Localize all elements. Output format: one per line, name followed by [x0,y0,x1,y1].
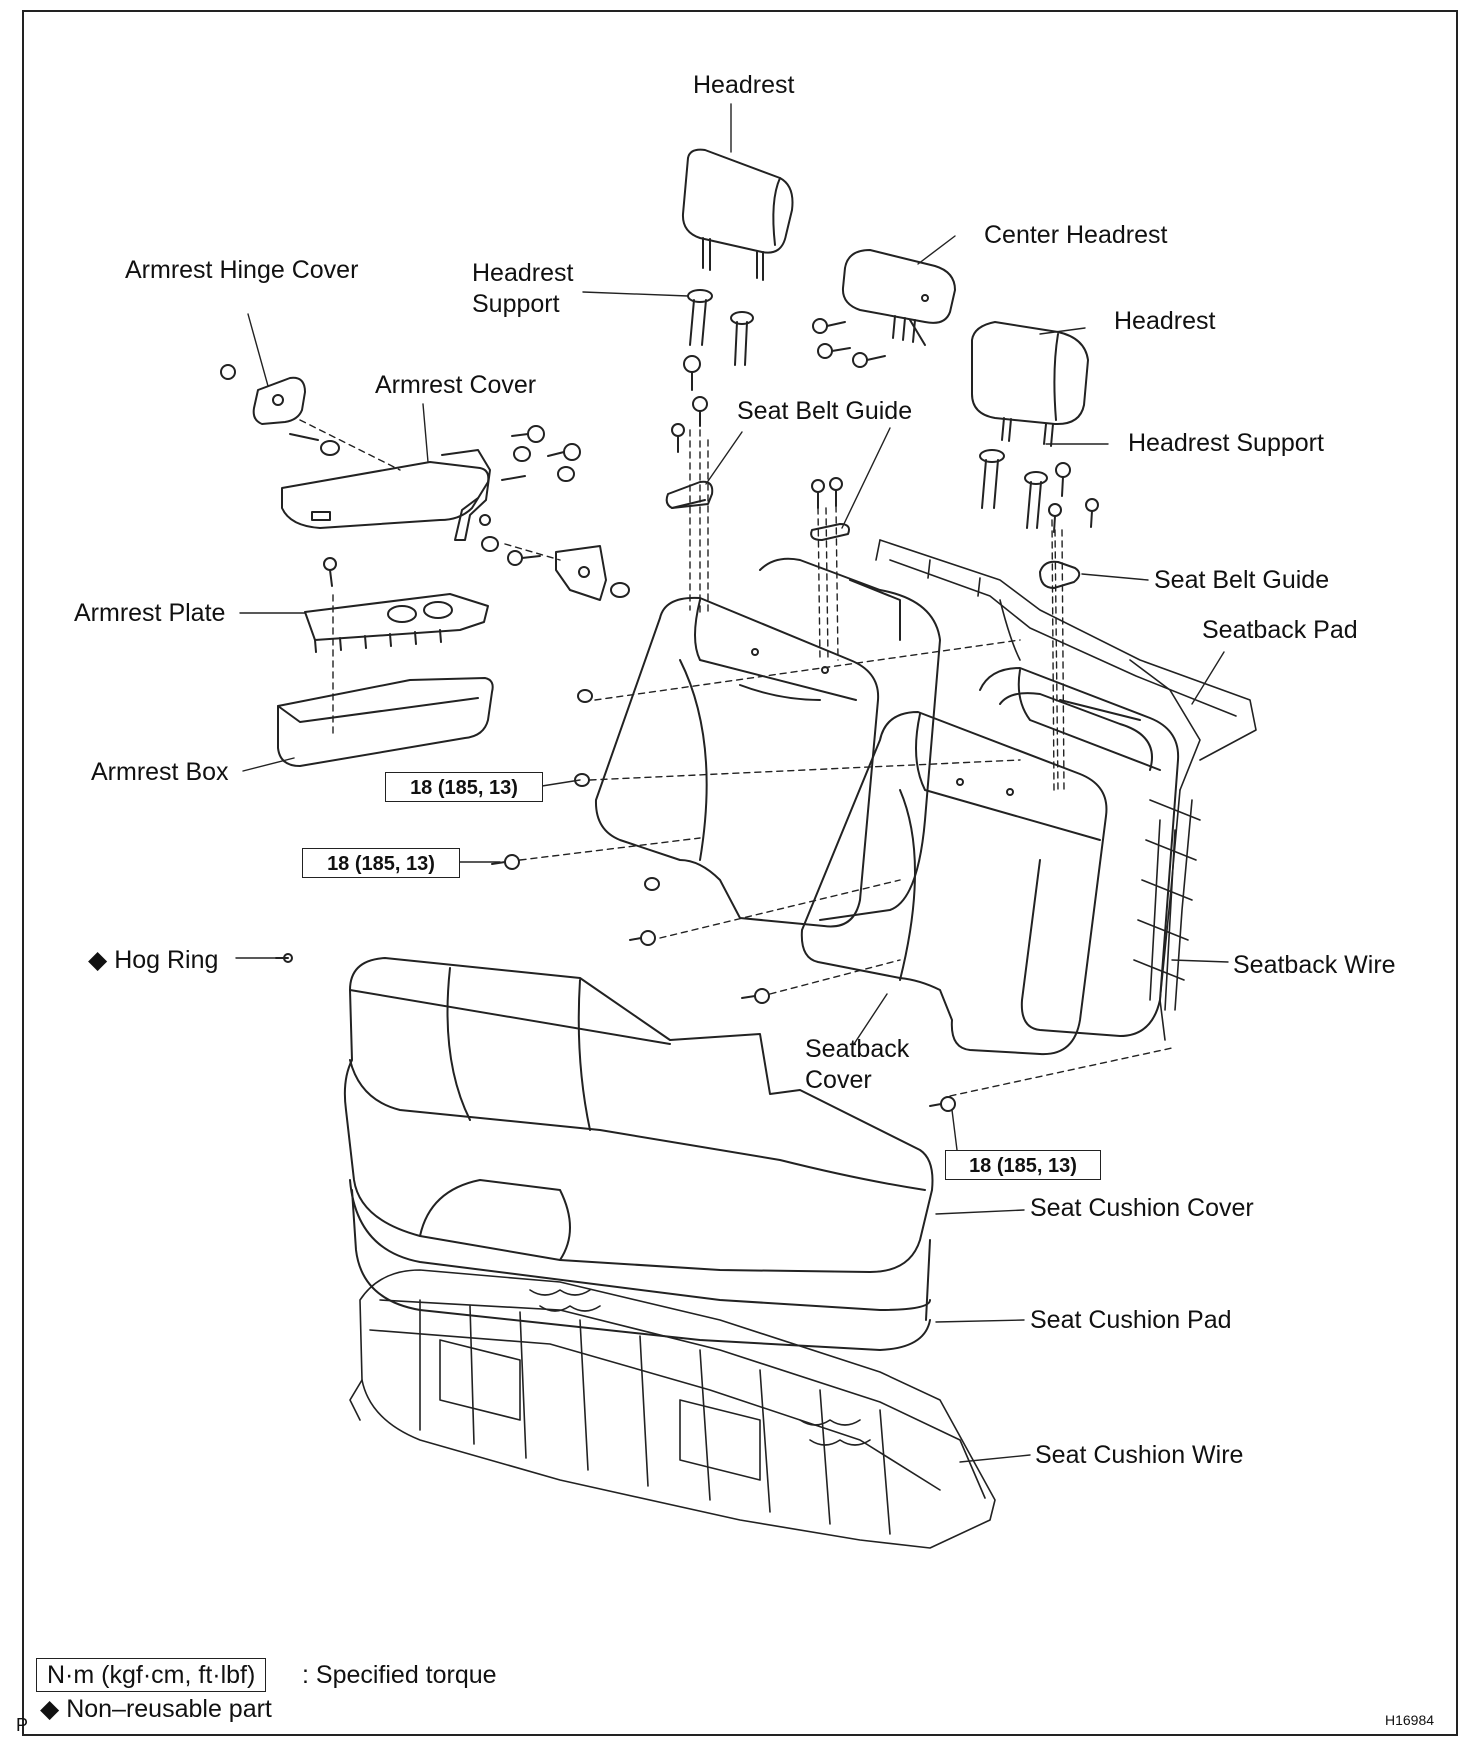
label-seatback-wire: Seatback Wire [1233,951,1396,979]
seatback-pad-illustration [979,667,1180,1037]
torque-bolts [275,689,956,1112]
label-headrest-right: Headrest [1114,307,1216,335]
armrest-box-illustration [277,677,494,767]
seat-belt-guide-right-illustration [1039,560,1081,589]
label-armrest-hinge-cover: Armrest Hinge Cover [125,256,359,284]
leader-lines [235,103,1229,1463]
label-seatback-cover: Seatback Cover [805,1035,910,1094]
legend-nonreusable-text: Non–reusable part [66,1695,272,1723]
label-hog-ring-text: Hog Ring [114,946,219,974]
nonreusable-diamond-icon: ◆ [88,946,108,974]
seat-cushion-cover-illustration [343,957,934,1273]
torque-spec-2: 18 (185, 13) [302,848,460,878]
armrest-cover-illustration [281,425,630,601]
label-armrest-cover: Armrest Cover [375,371,537,399]
label-seat-cushion-pad: Seat Cushion Pad [1030,1306,1232,1334]
figure-code: H16984 [1385,1712,1435,1728]
diagram-frame [22,10,1458,1736]
headrest-right-illustration [971,321,1089,447]
assembly-dashed-lines [299,419,1173,1097]
seatback-cover-right-illustration [800,692,1153,1056]
label-headrest-top: Headrest [693,71,795,99]
label-center-headrest: Center Headrest [984,221,1168,249]
armrest-hinge-cover-illustration [220,364,340,456]
center-headrest-illustration [812,249,956,368]
corner-letter: P [16,1715,29,1735]
label-seat-cushion-wire: Seat Cushion Wire [1035,1441,1244,1469]
torque-spec-3: 18 (185, 13) [945,1150,1101,1180]
seatback-cover-left-illustration [594,557,941,928]
label-seatback-pad: Seatback Pad [1202,616,1358,644]
bolts-upper-center [671,355,843,509]
legend-torque-text: : Specified torque [302,1661,497,1689]
legend-diamond-icon: ◆ [40,1695,60,1723]
seatback-wire-illustration [875,539,1257,1041]
label-seat-belt-guide-top: Seat Belt Guide [737,397,913,425]
label-headrest-support-left: Headrest Support [472,259,574,318]
label-armrest-box: Armrest Box [91,758,229,786]
legend-nonreusable: ◆ Non–reusable part [40,1694,272,1724]
headrest-top-illustration [681,148,794,281]
headrest-support-left-illustration [687,289,754,366]
legend-torque-units-box: N·m (kgf·cm, ft·lbf) [36,1658,267,1692]
label-headrest-support-right: Headrest Support [1128,429,1324,457]
label-seat-belt-guide-right: Seat Belt Guide [1154,566,1330,594]
armrest-plate-illustration [304,557,489,653]
seat-cushion-wire-illustration [349,1269,996,1549]
label-seat-cushion-cover: Seat Cushion Cover [1030,1194,1254,1222]
torque-spec-1: 18 (185, 13) [385,772,543,802]
headrest-support-right-illustration [979,449,1099,533]
label-armrest-plate: Armrest Plate [74,599,226,627]
label-hog-ring: ◆ Hog Ring [88,945,218,975]
